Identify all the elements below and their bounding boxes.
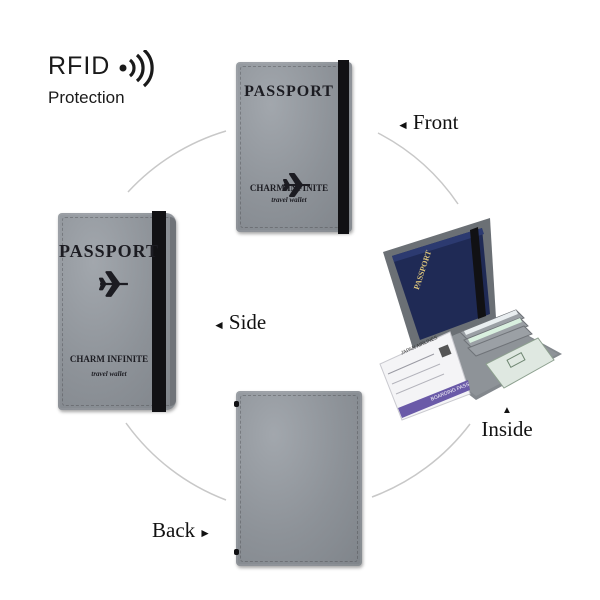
rfid-title: RFID <box>48 52 111 80</box>
band-loop <box>234 549 239 555</box>
arrow-left-icon: ◄ <box>397 118 409 132</box>
label-back: Back ► <box>152 518 211 543</box>
inside-label-text: Inside <box>481 417 533 441</box>
band-loop <box>234 401 239 407</box>
front-passport-title: PASSPORT <box>244 83 334 100</box>
cover-spine-edge <box>170 217 176 406</box>
side-label-text: Side <box>228 310 267 334</box>
inside-open-wallet: PASSPORT JAPAN AIRLINES BOARDING PASS <box>378 214 568 424</box>
label-front: ◄ Front <box>397 110 458 135</box>
front-brand: CHARM INFINITE <box>249 183 329 193</box>
front-tagline: travel wallet <box>271 196 307 204</box>
elastic-band <box>338 60 349 234</box>
side-brand: CHARM INFINITE <box>69 354 149 364</box>
label-inside: ▲ Inside <box>472 405 542 442</box>
front-label-text: Front <box>412 110 459 134</box>
airplane-icon <box>99 271 128 297</box>
side-tagline: travel wallet <box>91 370 127 378</box>
airplane-icon <box>283 173 310 197</box>
arrow-right-icon: ► <box>199 526 212 540</box>
elastic-band <box>152 211 166 412</box>
side-cover: PASSPORT CHARM INFINITE travel wallet <box>58 211 176 412</box>
back-cover <box>234 391 362 566</box>
back-label-text: Back <box>152 518 196 542</box>
inside-wallet-illustration <box>379 218 562 421</box>
arrow-up-icon: ▲ <box>502 405 512 416</box>
rfid-badge: RFID Protection <box>48 50 188 114</box>
rfid-subtitle: Protection <box>48 88 125 107</box>
label-side: ◄ Side <box>213 310 266 335</box>
arrow-left-icon: ◄ <box>213 318 225 332</box>
side-passport-title: PASSPORT <box>58 241 160 261</box>
front-cover: PASSPORT CHARM INFINITE travel wallet <box>236 60 352 234</box>
signal-waves-icon <box>119 50 154 88</box>
